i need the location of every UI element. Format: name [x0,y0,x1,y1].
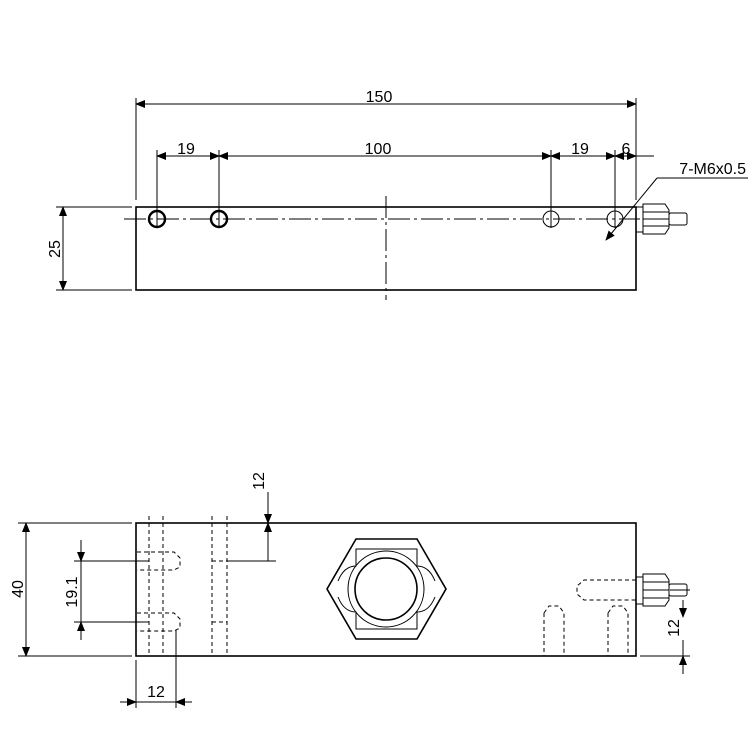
dim-hole-spacing: 19 100 19 6 [156,141,654,228]
dim-hole-depth: 12 [227,472,276,562]
dim-cable-height-label: 12 [666,619,683,637]
dim-hole-depth-label: 12 [251,472,268,490]
front-view-hex-element [326,538,447,640]
front-view-outline [135,522,637,657]
dim-front-height: 40 [10,522,132,657]
dim-cable-height: 12 [640,589,690,674]
thread-callout: 7-M6x0.5 [605,161,748,241]
thread-callout-label: 7-M6x0.5 [679,161,746,178]
dim-end-offset-label: 6 [622,141,631,158]
dim-hole-spacing-left-label: 19 [177,141,195,158]
dim-top-height: 25 [47,206,132,291]
dim-hole-pitch: 19.1 [64,540,149,640]
dim-hole-pitch-label: 19.1 [64,576,81,607]
dim-hole-spacing-right-label: 19 [571,141,589,158]
dim-overall-length-label: 150 [366,89,393,106]
top-view: 150 19 100 19 6 25 [47,89,748,300]
dim-hole-spacing-center-label: 100 [365,141,392,158]
bore-outer [347,550,425,628]
dim-hole-offset-label: 12 [147,684,165,701]
hex-outline [326,538,447,640]
bore-inner [354,557,418,621]
front-view: 40 12 19.1 12 [10,472,690,708]
top-view-cable-gland [636,203,688,235]
dim-hole-offset: 12 [120,630,192,708]
front-view-left-holes [137,516,228,656]
dim-top-height-label: 25 [47,240,64,258]
front-view-right-holes [543,579,636,656]
dim-overall-length: 150 [135,89,637,200]
dim-front-height-label: 40 [10,580,27,598]
front-view-cable-gland [636,573,688,607]
